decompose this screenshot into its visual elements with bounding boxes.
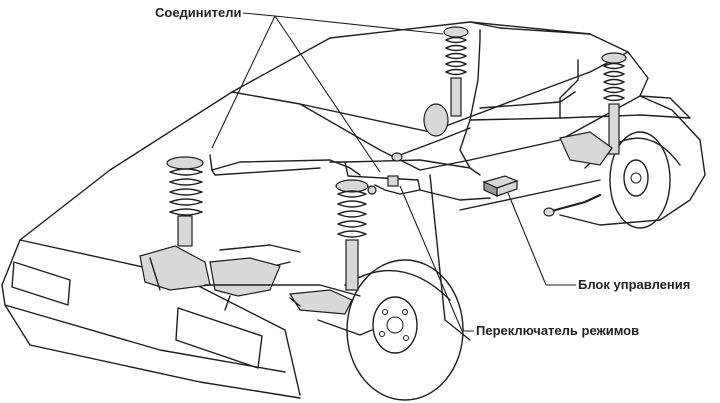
front-left-strut <box>139 156 291 291</box>
label-connectors: Соединители <box>155 5 242 20</box>
callout-connectors: Соединители <box>155 5 444 173</box>
front-right-wheel <box>346 259 464 401</box>
rear-right-wheel <box>609 131 671 229</box>
callout-control-unit: Блок управления <box>507 192 690 292</box>
rear-left-strut <box>391 26 471 162</box>
callout-mode-switch: Переключатель режимов <box>399 185 639 338</box>
control-unit-box <box>482 175 519 197</box>
label-mode-switch: Переключатель режимов <box>476 323 639 338</box>
front-crossmember <box>204 244 361 311</box>
rear-right-strut <box>543 52 627 217</box>
mode-switch <box>367 175 399 195</box>
label-control-unit: Блок управления <box>578 277 690 292</box>
wiring-harness <box>209 29 691 201</box>
car-body-outline <box>1 21 706 399</box>
front-right-strut <box>288 179 373 336</box>
